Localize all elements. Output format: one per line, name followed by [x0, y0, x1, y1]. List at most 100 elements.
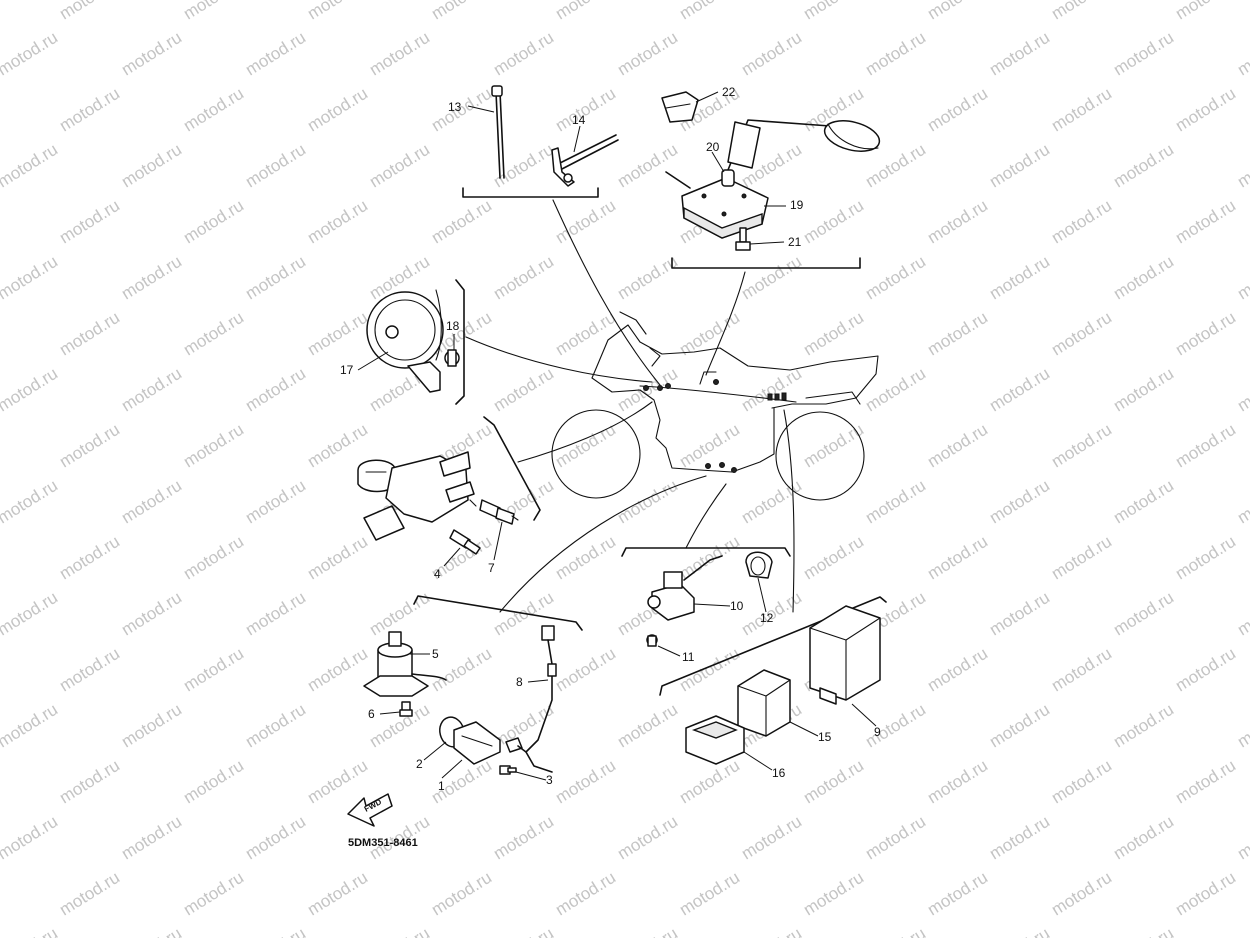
- bolt-21: [735, 227, 751, 251]
- watermark-text: motod.ru: [552, 308, 619, 360]
- watermark-text: motod.ru: [1048, 532, 1115, 584]
- watermark-text: motod.ru: [0, 700, 61, 752]
- watermark-text: motod.ru: [552, 196, 619, 248]
- watermark-text: motod.ru: [242, 588, 309, 640]
- watermark-text: motod.ru: [986, 476, 1053, 528]
- watermark-text: motod.ru: [1048, 196, 1115, 248]
- watermark-text: motod.ru: [986, 252, 1053, 304]
- watermark-text: motod.ru: [862, 252, 929, 304]
- thermo-switch: [479, 499, 519, 525]
- watermark-text: motod.ru: [118, 140, 185, 192]
- watermark-text: motod.ru: [986, 924, 1053, 938]
- watermark-text: motod.ru: [242, 924, 309, 938]
- group-bracket-thermo: [483, 416, 541, 521]
- watermark-text: motod.ru: [1234, 812, 1250, 864]
- watermark-text: motod.ru: [552, 756, 619, 808]
- watermark-text: motod.ru: [862, 812, 929, 864]
- hose-clamp: [745, 551, 773, 579]
- watermark-text: motod.ru: [862, 700, 929, 752]
- float-arm: [727, 119, 881, 171]
- watermark-text: motod.ru: [56, 868, 123, 920]
- watermark-text: motod.ru: [180, 756, 247, 808]
- watermark-text: motod.ru: [1110, 812, 1177, 864]
- group-bracket-relays: [659, 596, 887, 696]
- watermark-text: motod.ru: [738, 28, 805, 80]
- watermark-text: motod.ru: [0, 28, 61, 80]
- watermark-text: motod.ru: [924, 84, 991, 136]
- lead-wire: [505, 625, 557, 773]
- watermark-text: motod.ru: [1110, 700, 1177, 752]
- solenoid-valve: [363, 631, 447, 697]
- watermark-text: motod.ru: [0, 924, 61, 938]
- watermark-text: motod.ru: [924, 196, 991, 248]
- watermark-text: motod.ru: [1048, 308, 1115, 360]
- group-bracket-fuel-sender: [671, 257, 861, 269]
- watermark-text: motod.ru: [56, 532, 123, 584]
- watermark-text: motod.ru: [1048, 84, 1115, 136]
- watermark-text: motod.ru: [1048, 0, 1115, 23]
- watermark-text: motod.ru: [1110, 28, 1177, 80]
- watermark-text: motod.ru: [490, 28, 557, 80]
- callout-1: 1: [438, 779, 445, 793]
- relay-large: [809, 605, 881, 705]
- screw-11: [646, 634, 658, 647]
- watermark-text: motod.ru: [428, 0, 495, 23]
- callout-2: 2: [416, 757, 423, 771]
- watermark-text: motod.ru: [1234, 140, 1250, 192]
- callout-8: 8: [516, 675, 523, 689]
- watermark-text: motod.ru: [862, 364, 929, 416]
- watermark-text: motod.ru: [1234, 700, 1250, 752]
- watermark-text: motod.ru: [800, 532, 867, 584]
- callout-21: 21: [788, 235, 802, 249]
- watermark-text: motod.ru: [986, 812, 1053, 864]
- relay-cover: [685, 715, 745, 765]
- watermark-text: motod.ru: [428, 196, 495, 248]
- watermark-text: motod.ru: [1172, 196, 1239, 248]
- callout-16: 16: [772, 766, 786, 780]
- watermark-text: motod.ru: [304, 756, 371, 808]
- watermark-text: motod.ru: [118, 924, 185, 938]
- watermark-text: motod.ru: [862, 924, 929, 938]
- watermark-text: motod.ru: [1234, 252, 1250, 304]
- band-clamp: [551, 134, 619, 187]
- watermark-text: motod.ru: [304, 0, 371, 23]
- watermark-text: motod.ru: [738, 364, 805, 416]
- watermark-text: motod.ru: [180, 0, 247, 23]
- callout-19: 19: [790, 198, 804, 212]
- watermark-text: motod.ru: [242, 252, 309, 304]
- watermark-text: motod.ru: [614, 700, 681, 752]
- watermark-text: motod.ru: [490, 812, 557, 864]
- watermark-text: motod.ru: [1234, 588, 1250, 640]
- watermark-text: motod.ru: [56, 196, 123, 248]
- watermark-text: motod.ru: [862, 476, 929, 528]
- watermark-text: motod.ru: [614, 812, 681, 864]
- watermark-text: motod.ru: [800, 0, 867, 23]
- callout-7: 7: [488, 561, 495, 575]
- watermark-text: motod.ru: [552, 644, 619, 696]
- watermark-text: motod.ru: [738, 924, 805, 938]
- sender-cap: [661, 91, 699, 123]
- watermark-text: motod.ru: [552, 0, 619, 23]
- watermark-text: motod.ru: [0, 364, 61, 416]
- watermark-text: motod.ru: [180, 532, 247, 584]
- watermark-text: motod.ru: [242, 812, 309, 864]
- watermark-text: motod.ru: [304, 308, 371, 360]
- watermark-text: motod.ru: [1172, 308, 1239, 360]
- watermark-text: motod.ru: [366, 28, 433, 80]
- callout-13: 13: [448, 100, 462, 114]
- watermark-text: motod.ru: [800, 420, 867, 472]
- watermark-text: motod.ru: [676, 756, 743, 808]
- watermark-text: motod.ru: [118, 700, 185, 752]
- callout-11: 11: [682, 650, 695, 664]
- watermark-text: motod.ru: [118, 28, 185, 80]
- watermark-text: motod.ru: [1172, 532, 1239, 584]
- watermark-text: motod.ru: [924, 756, 991, 808]
- leader-lines: [465, 199, 795, 613]
- watermark-text: motod.ru: [1110, 588, 1177, 640]
- watermark-text: motod.ru: [1048, 420, 1115, 472]
- watermark-text: motod.ru: [800, 308, 867, 360]
- watermark-text: motod.ru: [800, 868, 867, 920]
- watermark-text: motod.ru: [614, 252, 681, 304]
- watermark-text: motod.ru: [0, 252, 61, 304]
